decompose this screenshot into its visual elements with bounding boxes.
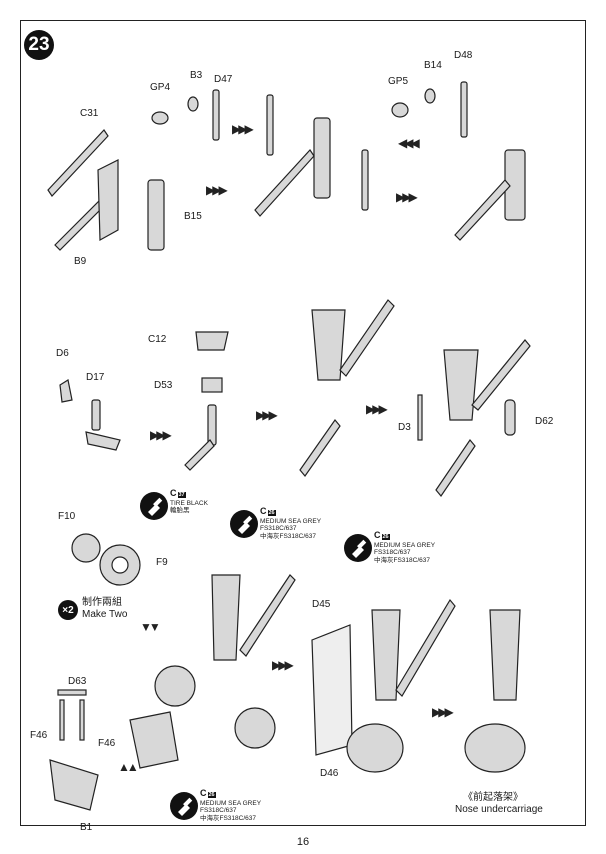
paint-code: C [200, 788, 207, 798]
paint-code: C [260, 506, 267, 516]
label-d6: D6 [56, 348, 69, 359]
paint-brush-icon [170, 792, 198, 820]
label-d46: D46 [320, 768, 339, 779]
arrow-icon: ▶▶▶ [256, 408, 278, 422]
part-gp4 [151, 111, 169, 125]
arrow-icon: ▶▶▶ [432, 705, 454, 719]
part-gp5 [391, 102, 409, 118]
make-two-note: 制作兩組 Make Two [82, 597, 127, 621]
label-b14: B14 [424, 60, 442, 71]
part-d53 [201, 377, 223, 393]
paint-name-cn: 中海灰FS318C/637 [374, 556, 430, 564]
paint-code-badge: 26 [207, 792, 216, 798]
part-d45 [311, 624, 353, 756]
paint-fs-code: FS318C/637 [260, 525, 297, 532]
paint-fs-code: FS318C/637 [374, 549, 411, 556]
paint-name: MEDIUM SEA GREY [200, 799, 262, 807]
paint-name-cn: 中海灰FS318C/637 [200, 814, 256, 822]
label-b9: B9 [74, 256, 87, 267]
part-c12 [195, 331, 229, 351]
label-c12: C12 [148, 334, 167, 345]
label-d63: D63 [68, 676, 87, 687]
paint-brush-icon [344, 534, 372, 562]
paint-name-cn: 輪胎黑 [170, 507, 190, 514]
label-c31: C31 [80, 108, 99, 119]
caption-chinese: 《前起落架》 [463, 792, 523, 803]
label-d17: D17 [86, 372, 105, 383]
part-d6 [59, 379, 73, 403]
paint-brush-icon [230, 510, 258, 538]
part-f10 [71, 533, 101, 563]
part-d62 [504, 399, 516, 436]
paint-code: C [374, 530, 381, 540]
part-d17 [91, 399, 101, 431]
label-gp4: GP4 [150, 82, 171, 93]
paint-code-badge: 26 [381, 534, 390, 540]
arrow-icon: ▶▶▶ [206, 183, 228, 197]
part-d48 [460, 81, 468, 138]
paint-code-badge: 26 [267, 510, 276, 516]
part-b15 [147, 179, 165, 251]
arrow-icon: ◀◀◀ [398, 136, 420, 150]
arrow-icon: ▶▶▶ [366, 402, 388, 416]
paint-name: TIRE BLACK [170, 499, 208, 507]
label-b3: B3 [190, 70, 203, 81]
page-number: 16 [296, 836, 310, 848]
arrow-icon: ▲▲ [118, 760, 139, 774]
arrow-icon: ▶▶▶ [232, 122, 254, 136]
label-d47: D47 [214, 74, 233, 85]
label-f9: F9 [156, 557, 168, 568]
part-d47 [212, 89, 220, 141]
paint-fs-code: FS318C/637 [200, 807, 237, 814]
label-f46-right: F46 [98, 738, 116, 749]
label-d45: D45 [312, 599, 331, 610]
assembly-caption: 《前起落架》 Nose undercarriage [455, 792, 543, 816]
make-two-badge: ×2 [58, 600, 78, 620]
part-d3 [417, 394, 423, 441]
part-d63 [57, 689, 87, 696]
paint-brush-icon [140, 492, 168, 520]
label-d62: D62 [535, 416, 554, 427]
arrow-icon: ▶▶▶ [272, 658, 294, 672]
caption-english: Nose undercarriage [455, 804, 543, 815]
paint-code: C [170, 488, 177, 498]
arrow-icon: ▼▼ [140, 620, 161, 634]
label-gp5: GP5 [388, 76, 409, 87]
part-b3 [187, 96, 199, 112]
label-b1: B1 [80, 822, 93, 833]
make-two-chinese: 制作兩組 [82, 597, 122, 608]
arrow-icon: ▶▶▶ [396, 190, 418, 204]
paint-name-cn: 中海灰FS318C/637 [260, 532, 316, 540]
part-c31 [47, 129, 109, 197]
label-d48: D48 [454, 50, 473, 61]
label-f46-left: F46 [30, 730, 48, 741]
label-b15: B15 [184, 211, 202, 222]
page-frame [20, 20, 586, 826]
paint-code-badge: 37 [177, 492, 186, 498]
label-d3: D3 [398, 422, 411, 433]
label-d53: D53 [154, 380, 173, 391]
part-b1 [49, 759, 99, 811]
arrow-icon: ▶▶▶ [150, 428, 172, 442]
part-b14 [424, 88, 436, 104]
make-two-english: Make Two [82, 609, 128, 620]
paint-name: MEDIUM SEA GREY [260, 517, 322, 525]
step-number-badge: 23 [24, 30, 54, 60]
label-f10: F10 [58, 511, 76, 522]
paint-name: MEDIUM SEA GREY [374, 541, 436, 549]
